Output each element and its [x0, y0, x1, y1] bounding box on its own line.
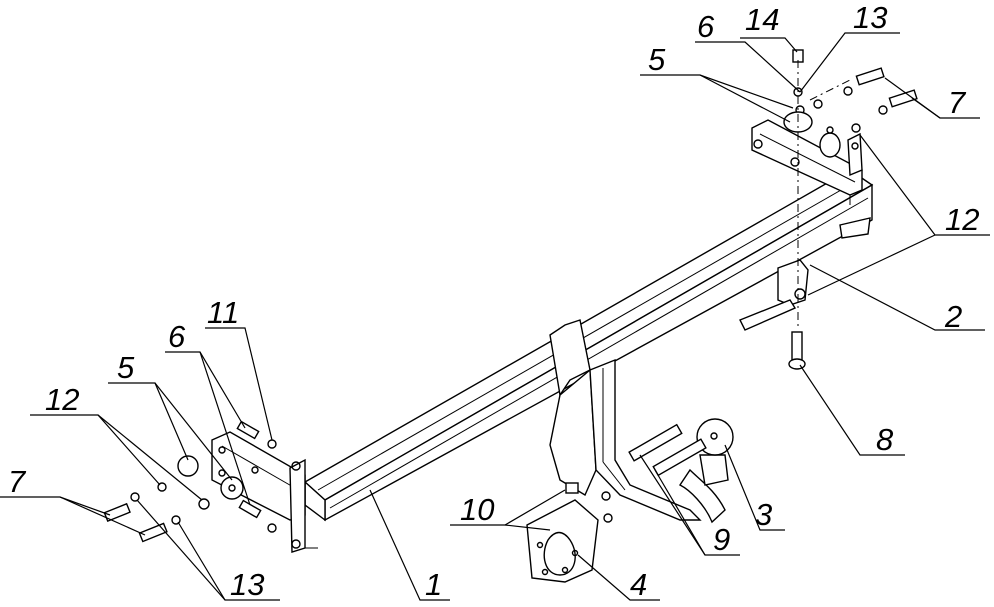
- callout-13-left: 13: [230, 567, 264, 602]
- callout-2: 2: [944, 299, 962, 334]
- callout-10: 10: [460, 492, 494, 527]
- callout-12-left: 12: [45, 382, 79, 417]
- right-mounting-bracket: [751, 119, 863, 196]
- callout-7-right: 7: [948, 85, 967, 120]
- leader-lines: [0, 32, 990, 601]
- left-fasteners: [103, 420, 277, 543]
- callout-8: 8: [876, 422, 894, 457]
- callout-11: 11: [207, 295, 239, 330]
- callout-labels: 1 2 3 4 5 5 6 6 7 7 8 9 10 11 12 12 13 1…: [8, 0, 979, 602]
- left-mounting-bracket: [211, 431, 318, 553]
- callout-7-left: 7: [8, 464, 27, 499]
- callout-9: 9: [713, 522, 730, 557]
- callout-14: 14: [745, 2, 779, 37]
- tow-ball: [696, 418, 734, 456]
- callout-5-left: 5: [117, 350, 135, 385]
- towbar-neck: [549, 319, 729, 524]
- right-fasteners: [783, 49, 918, 158]
- callout-4: 4: [630, 567, 647, 602]
- socket-plate: [526, 499, 599, 583]
- callout-12-right: 12: [945, 202, 979, 237]
- callout-1: 1: [425, 567, 442, 602]
- cross-beam: [303, 169, 874, 522]
- callout-13-right: 13: [853, 0, 887, 35]
- callout-6-right: 6: [697, 9, 715, 44]
- callout-3: 3: [755, 497, 772, 532]
- callout-6-left: 6: [168, 319, 186, 354]
- support-strut: [739, 217, 871, 370]
- callout-5-right: 5: [648, 42, 666, 77]
